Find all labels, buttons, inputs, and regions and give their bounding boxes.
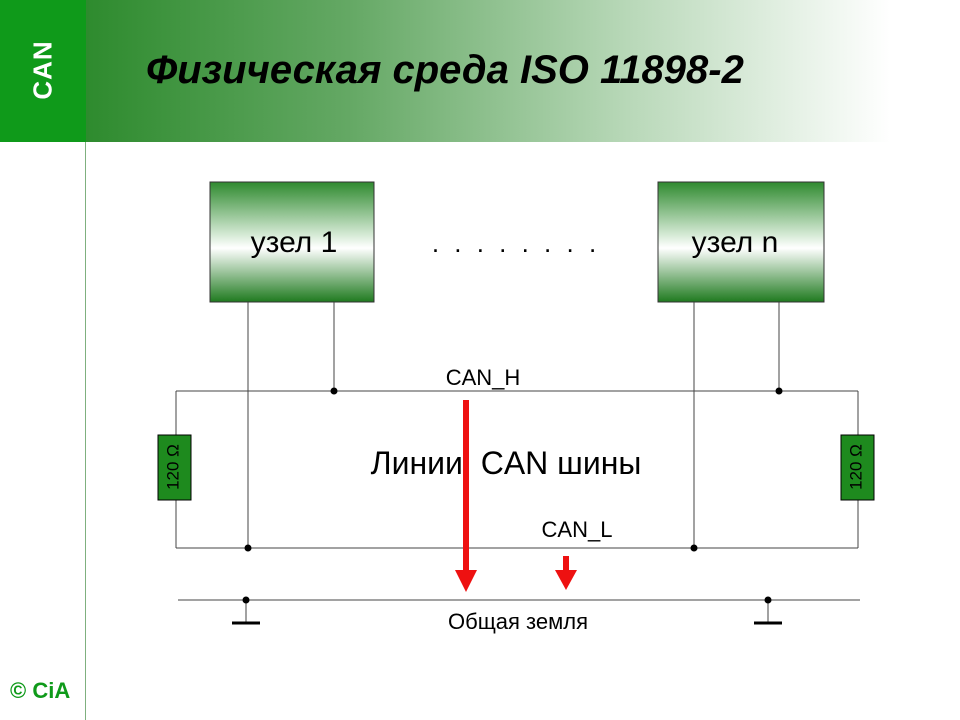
can-h-label: CAN_H — [446, 365, 521, 390]
page-title: Физическая среда ISO 11898-2 — [146, 48, 744, 92]
can-l-arrow-head — [555, 570, 577, 590]
signal-arrows — [455, 400, 577, 592]
can-l-arrow-shaft — [563, 556, 569, 572]
bus-wiring — [175, 302, 860, 622]
resistor-right — [840, 434, 875, 501]
cia-copyright-logo: © CiA — [10, 678, 71, 703]
junction-dots — [242, 387, 783, 604]
title-band — [86, 0, 960, 142]
node-n-box — [657, 181, 825, 303]
resistor-left — [157, 434, 192, 501]
left-sidebar: CAN © CiA — [0, 0, 86, 720]
node-dots: . . . . . . . . — [432, 228, 600, 258]
can-l-label: CAN_L — [542, 517, 613, 542]
can-logo: CAN — [0, 0, 86, 142]
node-n-label: узел n — [692, 226, 779, 259]
bus-label: Линии CAN шины — [371, 445, 642, 481]
can-h-arrow-shaft — [463, 400, 469, 572]
node-1-box — [209, 181, 375, 303]
ground-label: Общая земля — [448, 609, 588, 634]
resistor-left-label: 120 Ω — [163, 444, 182, 490]
can-h-arrow-head — [455, 570, 477, 592]
resistor-right-label: 120 Ω — [846, 444, 865, 490]
node-1-label: узел 1 — [251, 226, 338, 259]
